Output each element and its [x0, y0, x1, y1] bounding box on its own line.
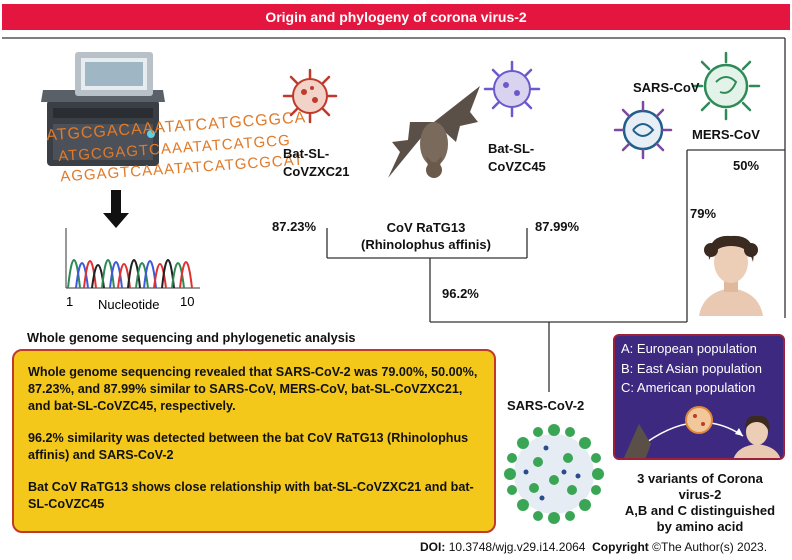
footer: DOI: 10.3748/wjg.v29.i14.2064 Copyright … [420, 540, 767, 554]
bat-coronavirus-red-icon [282, 68, 338, 124]
pct-mers-cov: 50% [733, 158, 760, 173]
chromatogram-icon [65, 228, 200, 289]
sars-cov-label: SARS-CoV [633, 80, 700, 95]
bat-sl-covzc45-label: Bat-SL-CoVZC45 [488, 141, 546, 174]
summary-p1: Whole genome sequencing revealed that SA… [28, 365, 478, 413]
pct-bat-sl-covzxc21: 87.23% [272, 219, 317, 234]
sars-cov-virus-icon [613, 100, 673, 160]
chromatogram-axis-label: Nucleotide [98, 297, 160, 312]
chromatogram-axis-start: 1 [66, 294, 74, 309]
pct-sars-cov: 79% [690, 206, 717, 221]
doi-label: DOI: [420, 540, 446, 554]
summary-p2: 96.2% similarity was detected between th… [28, 431, 469, 462]
pct-bat-sl-covzc45: 87.99% [535, 219, 580, 234]
bat-sl-covzxc21-label: Bat-SL-CoVZXC21 [283, 146, 350, 179]
variant-b: B: East Asian population [621, 360, 762, 376]
variants-list: A: European population B: East Asian pop… [621, 339, 762, 398]
ratg13-label: CoV RaTG13(Rhinolophus affinis) [361, 220, 491, 252]
variants-illustration [623, 406, 781, 458]
mers-cov-virus-icon [691, 51, 761, 121]
chromatogram-axis-end: 10 [180, 294, 195, 309]
bat-icon [388, 86, 480, 178]
doi-value: 10.3748/wjg.v29.i14.2064 [448, 540, 586, 554]
copyright-label: Copyright [592, 540, 649, 554]
pct-ratg13: 96.2% [442, 286, 479, 301]
summary-box: Whole genome sequencing revealed that SA… [12, 349, 496, 533]
arrow-head [103, 213, 129, 228]
sars-cov-2-label: SARS-CoV-2 [507, 398, 585, 413]
sequencer-machine-icon [41, 52, 165, 166]
arrow-shaft [111, 190, 121, 216]
copyright-value: ©The Author(s) 2023. [652, 540, 768, 554]
section-heading: Whole genome sequencing and phylogenetic… [27, 330, 356, 345]
summary-p3: Bat CoV RaTG13 shows close relationship … [28, 480, 474, 511]
variants-caption: 3 variants of Corona virus-2 A,B and C d… [624, 471, 776, 534]
human-icon [699, 235, 763, 316]
bat-coronavirus-purple-icon [483, 60, 541, 118]
title-bar: Origin and phylogeny of corona virus-2 [2, 4, 790, 30]
variants-box: A: European population B: East Asian pop… [613, 334, 785, 460]
variant-c: C: American population [621, 380, 756, 395]
variant-a: A: European population [621, 341, 757, 356]
mers-cov-label: MERS-CoV [692, 127, 760, 142]
sars-cov-2-virus-icon [504, 424, 604, 524]
